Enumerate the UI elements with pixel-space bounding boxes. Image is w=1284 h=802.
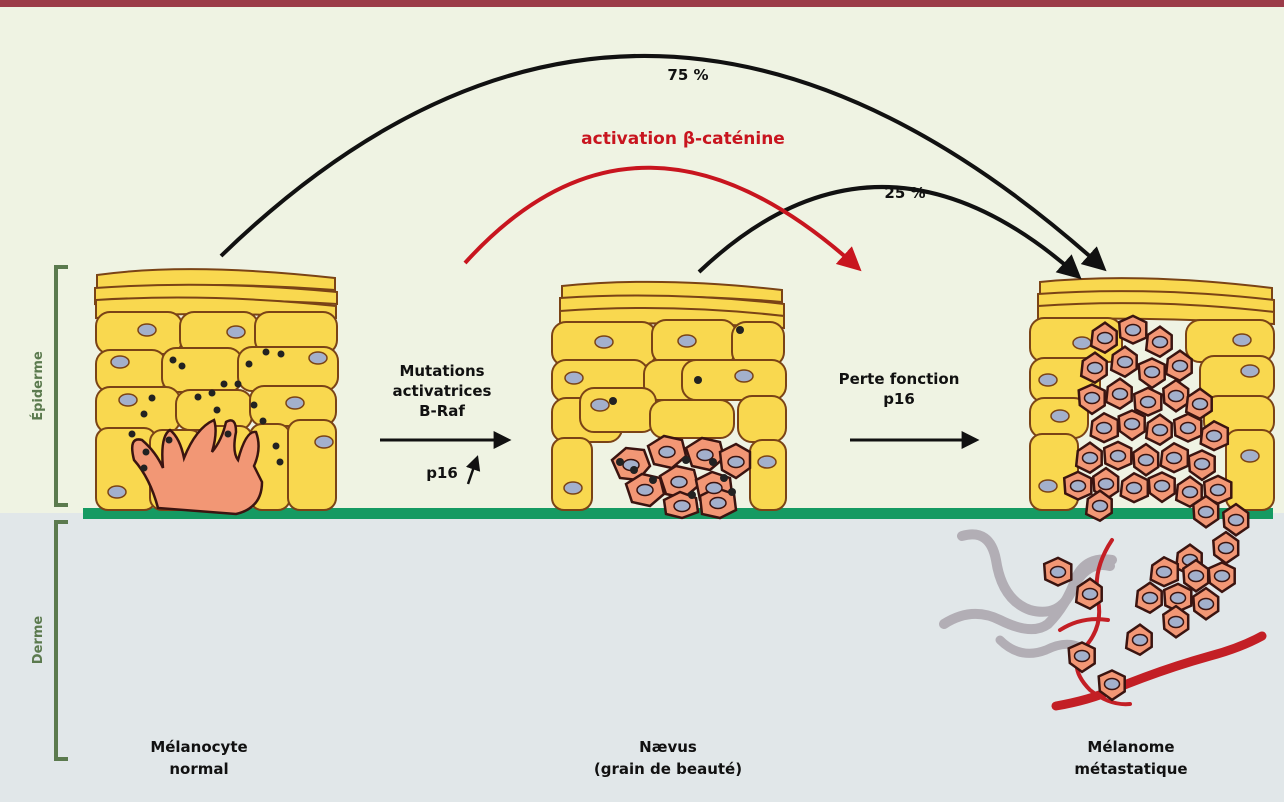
melanoma-cell-nucleus [1118,357,1133,368]
melanoma-cell-nucleus [1127,483,1142,494]
melanoma-cell-nucleus [1093,501,1108,512]
melanoma-cell-nucleus [1088,363,1103,374]
dermis-label: Derme [31,616,46,665]
step2-line-1: Perte fonction [839,370,960,388]
melanoma-cell-nucleus [1099,479,1114,490]
melanoma-cell-nucleus [1085,393,1100,404]
melanoma-cell-nucleus [1193,399,1208,410]
normal-skin-tissue [95,269,338,514]
melanoma-cell-nucleus [1153,337,1168,348]
step2-line-2: p16 [883,390,915,408]
percent-25-label: 25 % [884,184,925,202]
step1-line-2: activatrices [393,382,492,400]
melanoma-cell-nucleus [1189,571,1204,582]
step1-line-1: Mutations [399,362,484,380]
melanoma-cell-nucleus [1075,651,1090,662]
melanoma-cell-nucleus [1157,567,1172,578]
percent-75-label: 75 % [667,66,708,84]
melanoma-cell-nucleus [1199,507,1214,518]
stage-melanoma-line-2: métastatique [1074,760,1187,778]
stage-melanoma-line-1: Mélanome [1087,738,1174,756]
melanoma-cell-nucleus [1195,459,1210,470]
melanoma-cell-nucleus [1169,617,1184,628]
step1-p16-label: p16 [426,464,458,482]
melanoma-cell-nucleus [1141,397,1156,408]
melanoma-cell-nucleus [1139,455,1154,466]
melanoma-cell-nucleus [1199,599,1214,610]
melanoma-cell-nucleus [1211,485,1226,496]
melanoma-cell-nucleus [1111,451,1126,462]
melanoma-cell-nucleus [1133,635,1148,646]
melanoma-cell-nucleus [1183,487,1198,498]
melanoma-cell-nucleus [1181,423,1196,434]
melanoma-cell-nucleus [1145,367,1160,378]
melanoma-cell-nucleus [1083,453,1098,464]
melanoma-cell-nucleus [1143,593,1158,604]
melanoma-cell-nucleus [1071,481,1086,492]
melanoma-cell-nucleus [1155,481,1170,492]
melanoma-cell-nucleus [1098,333,1113,344]
stratum-corneum [95,269,337,318]
melanoma-cell-nucleus [1171,593,1186,604]
melanoma-cell-nucleus [1153,425,1168,436]
melanoma-cell-nucleus [1113,389,1128,400]
melanoma-cell-nucleus [1229,515,1244,526]
melanoma-cell-nucleus [1167,453,1182,464]
stage-normal-line-1: Mélanocyte [150,738,247,756]
melanoma-cell-nucleus [1105,679,1120,690]
melanoma-cell-nucleus [1173,361,1188,372]
step1-line-3: B-Raf [419,402,465,420]
epidermis-label: Épiderme [30,351,46,421]
stage-normal-line-2: normal [169,760,228,778]
melanoma-cell-nucleus [1126,325,1141,336]
melanoma-cell-nucleus [1125,419,1140,430]
top-rule [0,0,1284,7]
melanoma-cell-nucleus [1051,567,1066,578]
melanoma-cell-nucleus [1219,543,1234,554]
melanoma-cell-nucleus [1169,391,1184,402]
melanoma-cell-nucleus [1097,423,1112,434]
melanoma-cell-nucleus [1207,431,1222,442]
nevus-skin-tissue [552,282,786,518]
melanoma-cell-nucleus [1083,589,1098,600]
beta-catenin-label: activation β-caténine [581,129,785,149]
stage-nevus-line-1: Nævus [639,738,697,756]
melanoma-cell-nucleus [1215,571,1230,582]
stage-nevus-line-2: (grain de beauté) [594,760,742,778]
